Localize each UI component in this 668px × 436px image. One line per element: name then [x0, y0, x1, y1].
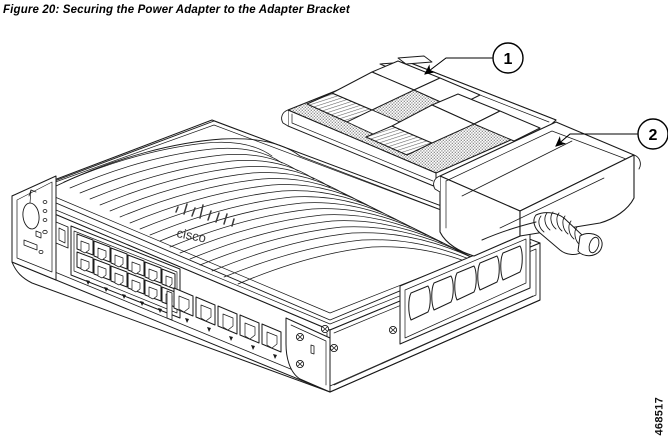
port-number-markers — [86, 280, 162, 313]
vent-slots — [408, 245, 523, 321]
callout-2-circle — [637, 118, 668, 150]
bracket-tab-upper — [397, 55, 433, 65]
switch-chassis: cisco — [11, 119, 541, 393]
figure-caption: Figure 20: Securing the Power Adapter to… — [3, 4, 350, 16]
bracket-screws — [295, 324, 398, 369]
cisco-logo: cisco — [175, 203, 235, 246]
rj45-uplink-row — [173, 287, 282, 353]
reset-button — [38, 249, 44, 254]
usb-port — [23, 239, 38, 251]
cisco-wordmark: cisco — [175, 225, 207, 245]
screw — [295, 359, 305, 369]
status-leds — [42, 200, 48, 235]
left-end-panel — [11, 175, 57, 281]
callout-2: 2 — [555, 118, 668, 150]
velcro-strap-lower — [365, 93, 541, 156]
adapter-bracket — [281, 55, 557, 188]
callout-1-circle — [492, 42, 524, 74]
console-port — [35, 230, 42, 239]
technical-line-drawing: cisco — [11, 42, 668, 393]
mounting-bracket-plate — [285, 317, 398, 393]
figure-container: Figure 20: Securing the Power Adapter to… — [3, 4, 668, 436]
screw — [388, 325, 398, 335]
port-group-uplink — [166, 287, 282, 359]
uplink-port-markers — [185, 318, 277, 359]
screw — [320, 324, 330, 334]
vent-grille — [399, 231, 531, 345]
top-cover-vent-ribs — [63, 141, 519, 287]
dc-power-cable — [481, 211, 603, 257]
screw — [329, 343, 339, 353]
callout-2-leader — [555, 133, 638, 147]
rj45-row-top — [76, 233, 176, 290]
bracket-slot — [310, 344, 315, 355]
plug-tip — [588, 236, 600, 254]
lock-recess-oval — [22, 202, 40, 230]
callout-1-number: 1 — [504, 51, 513, 68]
screw — [295, 332, 305, 342]
callout-1-leader — [424, 57, 493, 75]
callout-1: 1 — [424, 42, 524, 75]
callout-2-number: 2 — [649, 127, 658, 144]
